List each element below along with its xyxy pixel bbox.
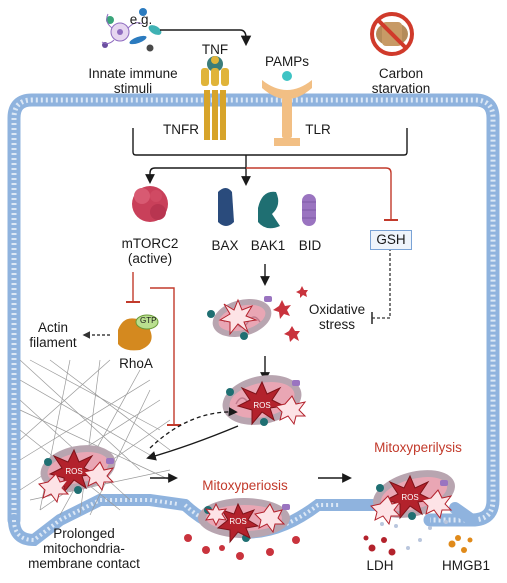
mitoxyperiosis-label: Mitoxyperiosis xyxy=(202,478,288,493)
mtorc2-label: mTORC2 (active) xyxy=(106,236,194,266)
ldh-label: LDH xyxy=(366,558,394,573)
ros-label: ROS xyxy=(229,517,246,526)
ros-burst-icon xyxy=(38,448,115,504)
ros-dot-icons xyxy=(184,534,300,560)
mtorc2-line2: (active) xyxy=(127,251,173,266)
ros-label: ROS xyxy=(253,401,270,410)
actin-line2: filament xyxy=(29,335,77,350)
prolonged-line1: Prolonged xyxy=(53,526,115,541)
ros-burst-icon: ROS xyxy=(236,380,307,426)
tnfr-label: TNFR xyxy=(163,122,199,137)
innate-immune-line1: Innate immune xyxy=(88,66,178,81)
prolonged-line3: membrane contact xyxy=(28,556,140,571)
no-food-icon xyxy=(370,12,414,56)
rhoa-protein-icon xyxy=(118,314,159,351)
stimuli-merge-line xyxy=(132,128,408,156)
contact-back-arrow xyxy=(146,425,239,461)
innate-immune-label: Innate immune stimuli xyxy=(76,66,190,96)
gtp-label: GTP xyxy=(140,316,157,325)
mtorc2-line1: mTORC2 xyxy=(121,236,179,251)
bax-protein-icon xyxy=(218,188,234,226)
ros-burst-icon xyxy=(218,298,258,336)
mitoxyperilysis-label: Mitoxyperilysis xyxy=(374,440,462,455)
hmgb1-label: HMGB1 xyxy=(441,558,490,573)
pamps-label: PAMPs xyxy=(264,54,309,69)
prolonged-line2: mitochondria- xyxy=(43,541,125,556)
gsh-oxidative-line xyxy=(372,248,391,319)
actin-line1: Actin xyxy=(37,320,68,335)
tnfr-receptor-icon xyxy=(201,56,229,140)
rhoa-label: RhoA xyxy=(119,356,153,371)
inhibit-gsh-line xyxy=(246,167,392,220)
carbon-starvation-line2: starvation xyxy=(371,81,431,96)
ros-burst-icon xyxy=(204,502,286,544)
bak1-protein-icon xyxy=(258,191,280,229)
eg-arrow xyxy=(160,29,252,47)
microbes-icon xyxy=(101,8,162,52)
eg-label: e.g. xyxy=(129,12,153,27)
ros-label: ROS xyxy=(401,493,418,502)
oxidative-line2: stress xyxy=(318,317,355,332)
oxidative-line1: Oxidative xyxy=(308,302,366,317)
released-molecules xyxy=(363,520,473,556)
tlr-label: TLR xyxy=(305,122,331,137)
actin-mesh-icon xyxy=(19,359,171,516)
arrow-to-mtorc2 xyxy=(145,167,246,184)
bid-protein-icon xyxy=(302,194,316,226)
bax-label: BAX xyxy=(211,238,239,253)
mtorc2-protein-icon xyxy=(132,186,168,222)
ros-dot-icons xyxy=(273,286,308,342)
oxidative-stress-label: Oxidative stress xyxy=(302,302,372,332)
tnf-label: TNF xyxy=(201,42,229,57)
innate-immune-line2: stimuli xyxy=(113,81,153,96)
carbon-starvation-line1: Carbon xyxy=(378,66,424,81)
actin-filament-label: Actin filament xyxy=(24,320,82,350)
contact-forward-arrow xyxy=(149,407,238,449)
inhibit-contact-line xyxy=(150,287,175,425)
prolonged-contact-label: Prolonged mitochondria- membrane contact xyxy=(14,526,154,571)
tlr-receptor-icon xyxy=(262,71,312,146)
bak1-label: BAK1 xyxy=(250,238,286,253)
ros-label: ROS xyxy=(65,467,82,476)
ros-burst-icon xyxy=(370,474,453,526)
bid-label: BID xyxy=(298,238,322,253)
carbon-starvation-label: Carbon starvation xyxy=(356,66,446,96)
gsh-box: GSH xyxy=(370,230,412,250)
